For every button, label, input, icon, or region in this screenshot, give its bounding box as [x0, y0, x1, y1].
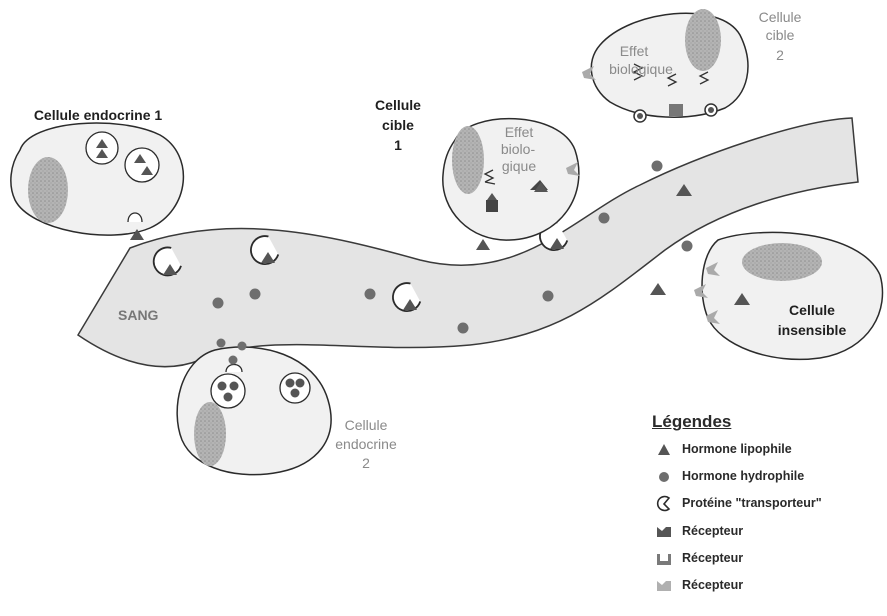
cible2-line3: 2: [776, 47, 784, 63]
receptor-cup-icon: [669, 104, 683, 116]
insensitive-cell: [694, 232, 883, 359]
hormone-dot: [250, 289, 261, 300]
cible2-line1: Cellule: [759, 9, 802, 25]
cible1-line2: cible: [382, 117, 414, 133]
endocrine2-line3: 2: [362, 455, 370, 471]
dot-icon: [654, 466, 674, 486]
effet1-line2: biolo-: [501, 141, 536, 157]
insensible-line2: insensible: [778, 322, 847, 338]
vesicle: [280, 373, 310, 403]
hormone-dot: [652, 161, 663, 172]
hormone-dot: [599, 213, 610, 224]
nucleus: [28, 157, 68, 223]
legend-item-transporteur: Protéine "transporteur": [654, 492, 822, 514]
triangle-icon: [654, 439, 674, 459]
hormone-dot: [213, 298, 224, 309]
hormone-dot: [682, 241, 693, 252]
cible1-line3: 1: [394, 137, 402, 153]
endocrine2-line1: Cellule: [345, 417, 388, 433]
nucleus: [742, 243, 822, 281]
effet2-line1: Effet: [620, 43, 649, 59]
insensible-line1: Cellule: [789, 302, 835, 318]
receptor-cup-icon: [654, 548, 674, 568]
endocrine1-label: Cellule endocrine 1: [34, 107, 163, 123]
legend-title: Légendes: [652, 412, 731, 432]
hormone-triangle: [650, 283, 666, 295]
legend-item-recepteur-1: Récepteur: [654, 520, 743, 542]
receptor-dark-icon: [486, 200, 498, 212]
receptor-dark-icon: [654, 521, 674, 541]
legend: Légendes Hormone lipophile Hormone hydro…: [636, 388, 884, 612]
hormone-dot: [458, 323, 469, 334]
effet1-line3: gique: [502, 158, 536, 174]
vesicle: [125, 148, 159, 182]
legend-item-recepteur-2: Récepteur: [654, 547, 743, 569]
legend-item-lipophile: Hormone lipophile: [654, 438, 792, 460]
nucleus: [194, 402, 226, 466]
receptor-light-icon: [654, 575, 674, 595]
nucleus: [685, 9, 721, 71]
nucleus: [452, 126, 484, 194]
cible2-line2: cible: [766, 27, 795, 43]
endocrine-cell-2: [177, 339, 331, 475]
effet1-line1: Effet: [505, 124, 534, 140]
effet2-line2: biologique: [609, 61, 673, 77]
hormone-dot: [543, 291, 554, 302]
legend-item-recepteur-3: Récepteur: [654, 574, 743, 596]
endocrine2-line2: endocrine: [335, 436, 397, 452]
blank-strip: [186, 517, 590, 531]
carrier-protein-icon: [654, 493, 674, 513]
endocrine-cell-1: [11, 123, 184, 240]
hormone-dot: [365, 289, 376, 300]
cible1-line1: Cellule: [375, 97, 421, 113]
vesicle: [211, 374, 245, 408]
sang-label: SANG: [118, 307, 159, 323]
legend-item-hydrophile: Hormone hydrophile: [654, 465, 804, 487]
